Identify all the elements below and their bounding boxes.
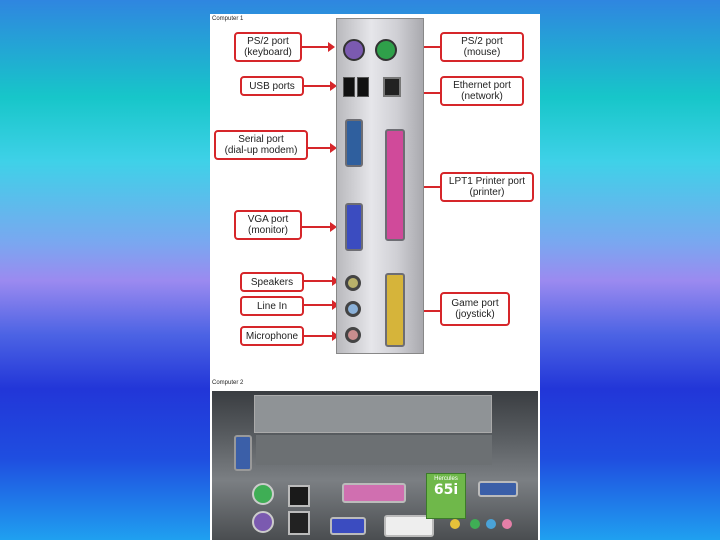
serial-port-photo — [234, 435, 252, 471]
arrow-ps2-keyboard — [302, 42, 335, 52]
audio-jack-yellow — [450, 519, 460, 529]
vga-photo — [330, 517, 366, 535]
diagram-caption-2: Computer 2 — [212, 380, 244, 386]
slide-image: Computer 1 PS/2 port (keyboard) USB port… — [210, 14, 540, 540]
serial-port — [345, 119, 363, 167]
label-ethernet-port: Ethernet port (network) — [440, 76, 524, 106]
label-speakers: Speakers — [240, 272, 304, 292]
game-port — [385, 273, 405, 347]
audio-jack-blue — [486, 519, 496, 529]
ps2-mouse-photo — [252, 483, 274, 505]
audio-jack-pink — [502, 519, 512, 529]
lpt1-printer-port — [385, 129, 405, 241]
label-ps2-mouse: PS/2 port (mouse) — [440, 32, 524, 62]
arrow-line-in — [304, 300, 339, 310]
arrow-serial — [308, 143, 337, 153]
speakers-jack — [345, 275, 361, 291]
microphone-jack — [345, 327, 361, 343]
line-in-jack — [345, 301, 361, 317]
arrow-usb — [304, 81, 337, 91]
badge-brand: Hercules — [434, 476, 458, 482]
diagram-caption-1: Computer 1 — [212, 16, 244, 22]
usb-photo — [288, 511, 310, 535]
label-usb-ports: USB ports — [240, 76, 304, 96]
label-microphone: Microphone — [240, 326, 304, 346]
printer-port-photo — [342, 483, 406, 503]
dvi-photo — [384, 515, 434, 537]
usb-port-1 — [343, 77, 355, 97]
ps2-keyboard-port — [343, 39, 365, 61]
usb-port-2 — [357, 77, 369, 97]
label-line-in: Line In — [240, 296, 304, 316]
ethernet-port — [383, 77, 401, 97]
computer-back-panel — [336, 18, 424, 354]
ps2-keyboard-photo — [252, 511, 274, 533]
serial-2-photo — [478, 481, 518, 497]
label-vga-port: VGA port (monitor) — [234, 210, 302, 240]
vga-port — [345, 203, 363, 251]
label-lpt1-printer-port: LPT1 Printer port (printer) — [440, 172, 534, 202]
arrow-microphone — [304, 331, 339, 341]
card-badge: Hercules 65i — [426, 473, 466, 519]
ethernet-photo — [288, 485, 310, 507]
label-ps2-keyboard: PS/2 port (keyboard) — [234, 32, 302, 62]
label-game-port: Game port (joystick) — [440, 292, 510, 326]
arrow-speakers — [304, 276, 339, 286]
audio-jack-green — [470, 519, 480, 529]
badge-model: 65i — [433, 482, 459, 498]
computer-2-photo: Hercules 65i — [212, 391, 538, 540]
label-serial-port: Serial port (dial-up modem) — [214, 130, 308, 160]
arrow-vga — [302, 222, 337, 232]
ps2-mouse-port — [375, 39, 397, 61]
expansion-slot-cover — [256, 435, 492, 465]
expansion-card-bracket — [254, 395, 492, 433]
